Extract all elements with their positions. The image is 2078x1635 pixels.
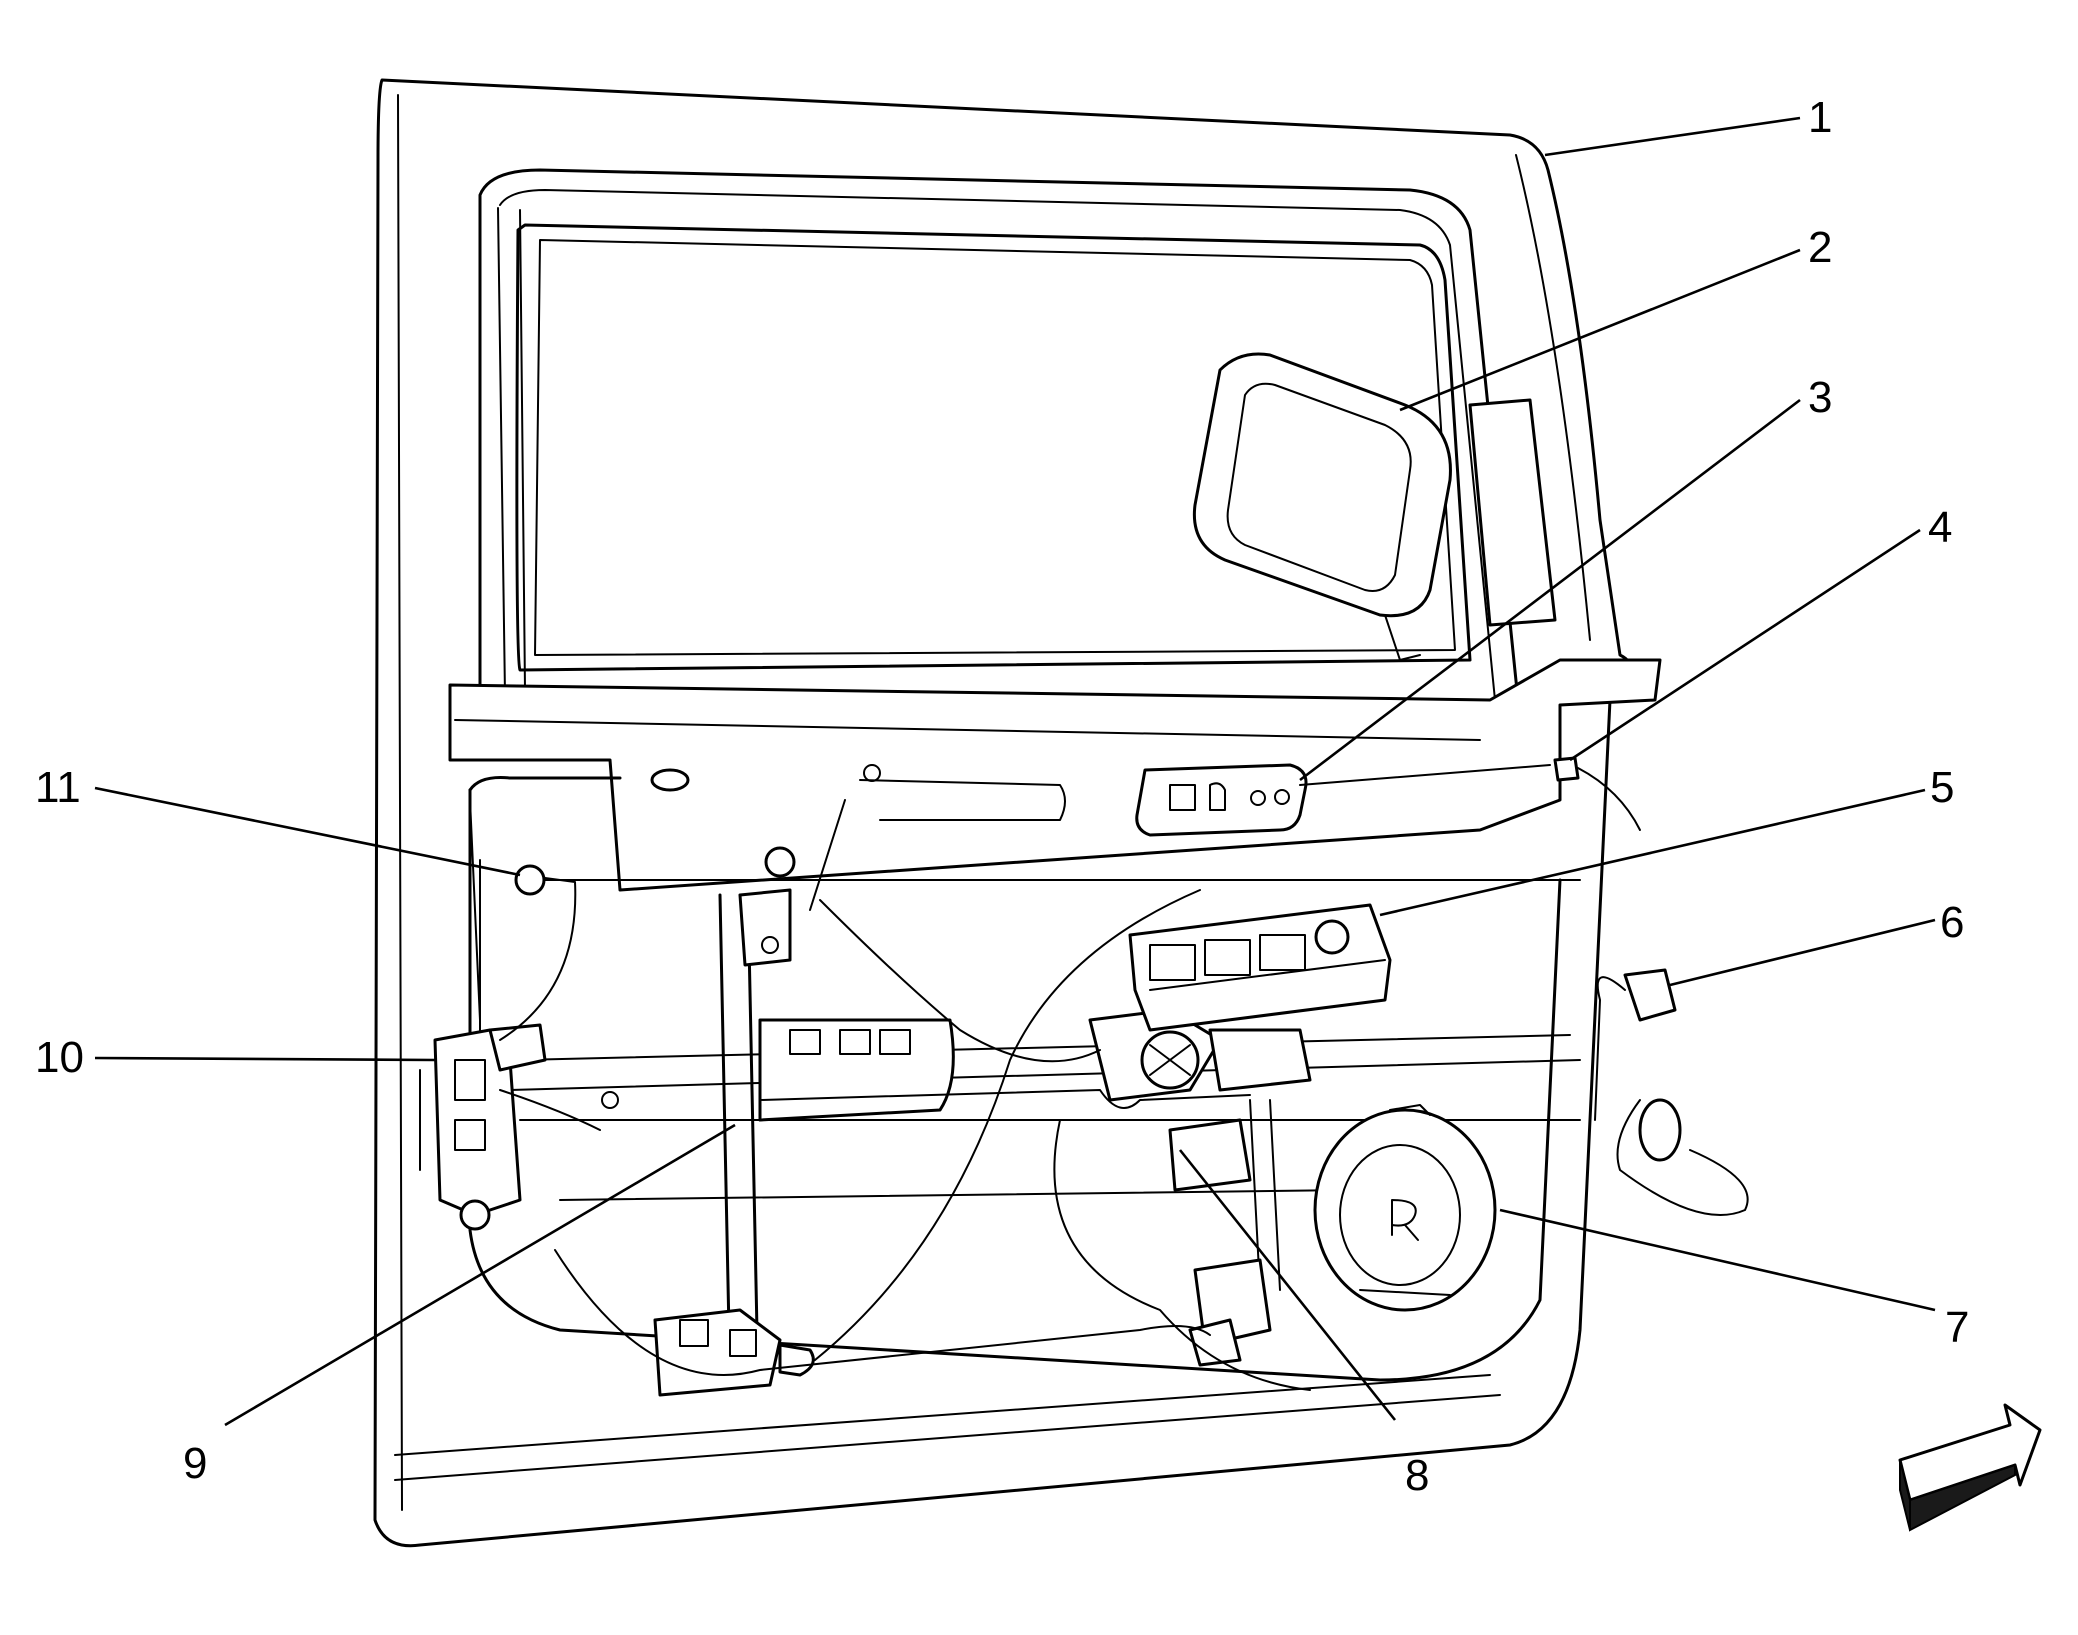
leader-lines (94, 116, 1936, 1427)
door-latch-assembly (419, 1023, 619, 1231)
power-window-switch (1128, 903, 1392, 1032)
window-regulator (653, 888, 1312, 1397)
callout-11: 11 (35, 763, 81, 812)
door-panel (373, 78, 1635, 1548)
lock-connector-and-rod (469, 799, 577, 1041)
harness-connector-6 (1594, 968, 1749, 1216)
callout-1: 1 (1808, 93, 1832, 142)
callout-7: 7 (1945, 1303, 1969, 1352)
callout-2: 2 (1808, 223, 1832, 272)
callout-9: 9 (183, 1439, 207, 1488)
window-frame (478, 168, 1522, 742)
beltline-reinforcement (448, 658, 1662, 892)
wiring-connector-4 (1553, 756, 1641, 831)
regulator-cables (554, 799, 1311, 1391)
callout-6: 6 (1940, 898, 1964, 947)
door-speaker (1313, 1104, 1497, 1312)
door-lock-switch (1135, 763, 1551, 837)
callout-3: 3 (1808, 373, 1832, 422)
outside-mirror (1192, 352, 1557, 661)
callout-8: 8 (1405, 1451, 1429, 1500)
forward-arrow-icon (1898, 1403, 2042, 1532)
callout-5: 5 (1930, 763, 1954, 812)
callout-labels: 1 2 3 4 5 6 7 8 9 10 11 (35, 93, 1969, 1500)
callout-4: 4 (1928, 503, 1952, 552)
callout-10: 10 (35, 1033, 84, 1082)
inner-panel (468, 776, 1581, 1382)
